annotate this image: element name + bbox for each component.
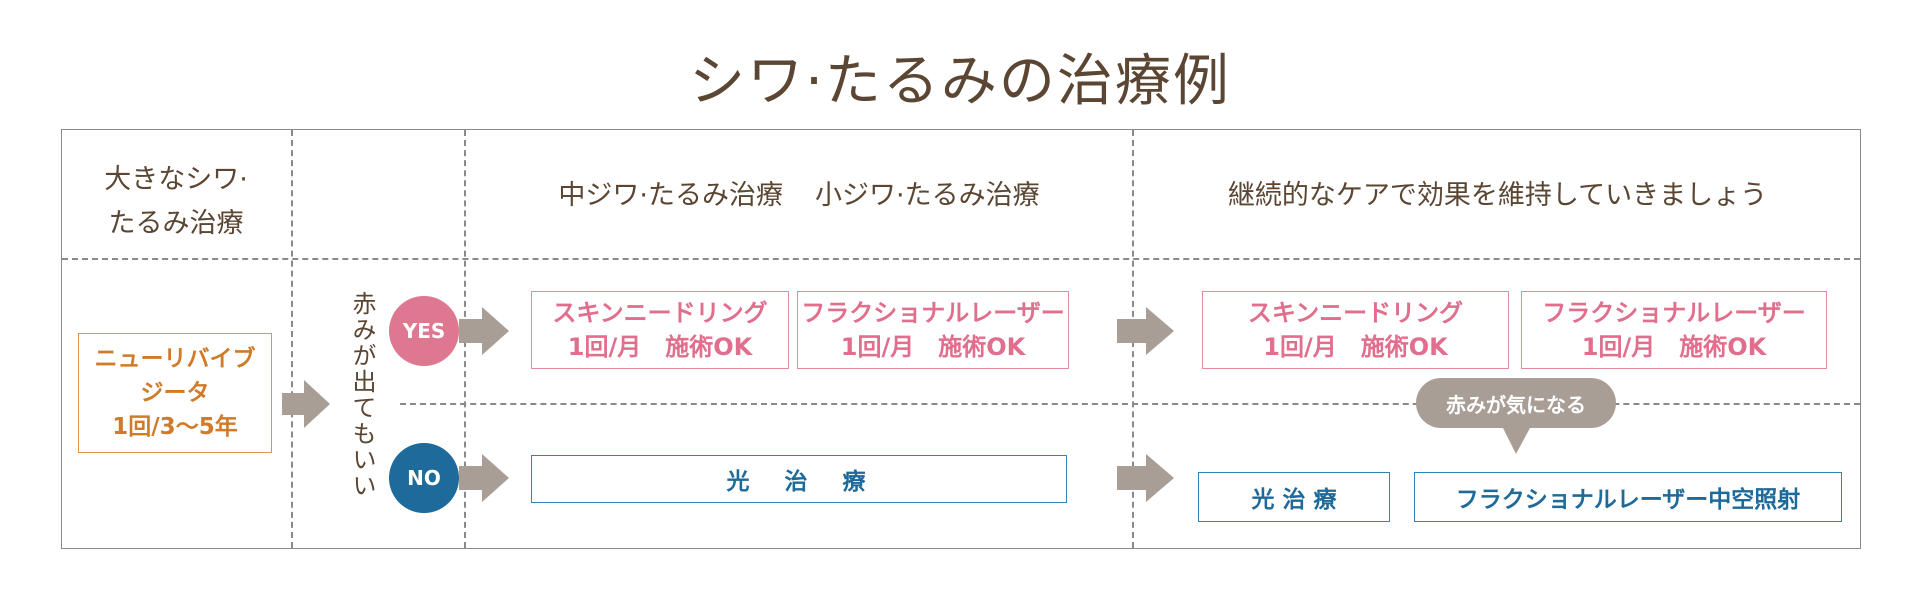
- treatment-name: フラクショナルレーザー: [1542, 299, 1806, 327]
- arrow-yes-step1-to-step2: [1117, 307, 1174, 355]
- treatment-detail: 1回/月 施術OK: [567, 333, 753, 361]
- header-small-wrinkle: 小ジワ·たるみ治療: [815, 180, 1040, 211]
- header-middle: 中ジワ·たるみ治療 小ジワ·たるみ治療: [466, 178, 1132, 214]
- no-step2-fractional-laser-box: フラクショナルレーザー中空照射: [1414, 472, 1842, 522]
- start-treatment-name2: ジータ: [140, 380, 210, 406]
- page-title: シワ·たるみの治療例: [689, 49, 1231, 114]
- yes-badge: YES: [389, 296, 459, 366]
- redness-question: 赤みが出てもいい: [348, 291, 376, 499]
- start-treatment-frequency: 1回/3〜5年: [112, 414, 238, 440]
- header-large-wrinkle-line1: 大きなシワ·: [104, 164, 248, 195]
- treatment-name: スキンニードリング: [552, 299, 768, 327]
- header-medium-wrinkle: 中ジワ·たるみ治療: [558, 180, 783, 211]
- no-badge: NO: [389, 443, 459, 513]
- divider-header-row: [62, 258, 1860, 260]
- start-treatment-box: ニューリバイブ ジータ 1回/3〜5年: [78, 333, 272, 453]
- yes-step1-fractional-laser-box: フラクショナルレーザー 1回/月 施術OK: [797, 291, 1069, 369]
- divider-col1: [291, 130, 293, 548]
- no-step1-light-therapy-box: 光 治 療: [531, 455, 1067, 503]
- yes-step2-skin-needling-box: スキンニードリング 1回/月 施術OK: [1202, 291, 1509, 369]
- arrow-start-to-question: [282, 380, 330, 428]
- arrow-redness-down: [1503, 428, 1530, 454]
- yes-step1-skin-needling-box: スキンニードリング 1回/月 施術OK: [531, 291, 789, 369]
- treatment-name: スキンニードリング: [1247, 299, 1464, 327]
- treatment-name: フラクショナルレーザー: [801, 299, 1065, 327]
- header-large-wrinkle-line2: たるみ治療: [108, 208, 244, 239]
- arrow-no-step1-to-step2: [1117, 454, 1174, 502]
- header-maintenance: 継続的なケアで効果を維持していきましょう: [1227, 180, 1768, 211]
- treatment-detail: 1回/月 施術OK: [1263, 333, 1448, 361]
- treatment-detail: 1回/月 施術OK: [840, 333, 1026, 361]
- divider-branch-row: [400, 403, 1860, 405]
- diagram-frame: [61, 129, 1861, 549]
- arrow-no-to-step1: [459, 454, 509, 502]
- no-step2-light-therapy-box: 光 治 療: [1198, 472, 1390, 522]
- treatment-detail: 1回/月 施術OK: [1581, 333, 1767, 361]
- arrow-yes-to-step1: [459, 307, 509, 355]
- yes-step2-fractional-laser-box: フラクショナルレーザー 1回/月 施術OK: [1521, 291, 1827, 369]
- header-large-wrinkle: 大きなシワ· たるみ治療: [61, 158, 291, 246]
- start-treatment-name1: ニューリバイブ: [94, 346, 256, 372]
- redness-concern-pill: 赤みが気になる: [1416, 378, 1616, 428]
